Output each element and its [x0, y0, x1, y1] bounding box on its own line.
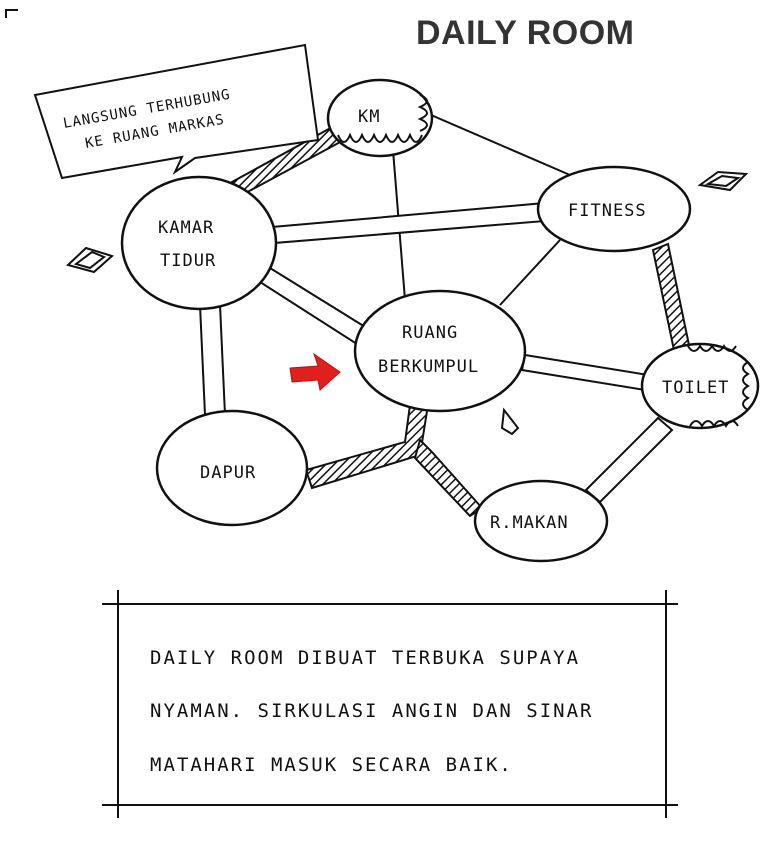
node-ruang-berkumpul: RUANG BERKUMPUL [353, 289, 527, 413]
node-tidur-label: TIDUR [160, 251, 216, 271]
link-fitness-ruang [499, 239, 561, 306]
link-kamar-fitness [270, 201, 546, 245]
node-dapur: DAPUR [155, 409, 309, 527]
note-line-2: NYAMAN. SIRKULASI ANGIN DAN SINAR [150, 700, 594, 722]
node-r-makan: R.MAKAN [473, 479, 609, 563]
node-toilet-label: TOILET [662, 378, 729, 398]
pen-marker-icon [500, 407, 520, 436]
note-line-3: MATAHARI MASUK SECARA BAIK. [150, 754, 513, 776]
node-toilet: TOILET [640, 342, 760, 430]
callout-bubble [33, 43, 320, 180]
link-ruang-toilet [520, 353, 650, 392]
link-ruang-rmakan-hatched [413, 438, 484, 518]
node-fitness: FITNESS [536, 165, 692, 253]
link-km-fitness [430, 114, 571, 176]
link-toilet-rmakan [584, 416, 674, 504]
note-line-1: DAILY ROOM DIBUAT TERBUKA SUPAYA [150, 647, 580, 669]
page-title: DAILY ROOM [416, 14, 635, 52]
link-fitness-toilet-hatched [651, 242, 692, 357]
node-berkumpul-label: BERKUMPUL [378, 357, 479, 377]
note-box: DAILY ROOM DIBUAT TERBUKA SUPAYA NYAMAN.… [102, 590, 678, 818]
entrance-arrow-icon [289, 352, 341, 391]
node-km: KM [326, 78, 434, 158]
node-km-label: KM [358, 107, 380, 127]
node-kamar-tidur: KAMAR TIDUR [120, 175, 278, 311]
node-dapur-label: DAPUR [200, 463, 256, 483]
link-kamar-dapur [198, 304, 227, 416]
link-kamar-ruang [258, 266, 372, 348]
node-fitness-label: FITNESS [568, 201, 647, 221]
link-ruang-dapur-hatched [304, 404, 430, 490]
wind-marker-left-icon [66, 246, 114, 274]
node-kamar-label: KAMAR [158, 218, 214, 238]
corner-mark [5, 9, 18, 18]
node-rmakan-label: R.MAKAN [490, 513, 569, 533]
wind-marker-right-icon [697, 170, 749, 192]
node-ruang-label: RUANG [402, 323, 458, 343]
